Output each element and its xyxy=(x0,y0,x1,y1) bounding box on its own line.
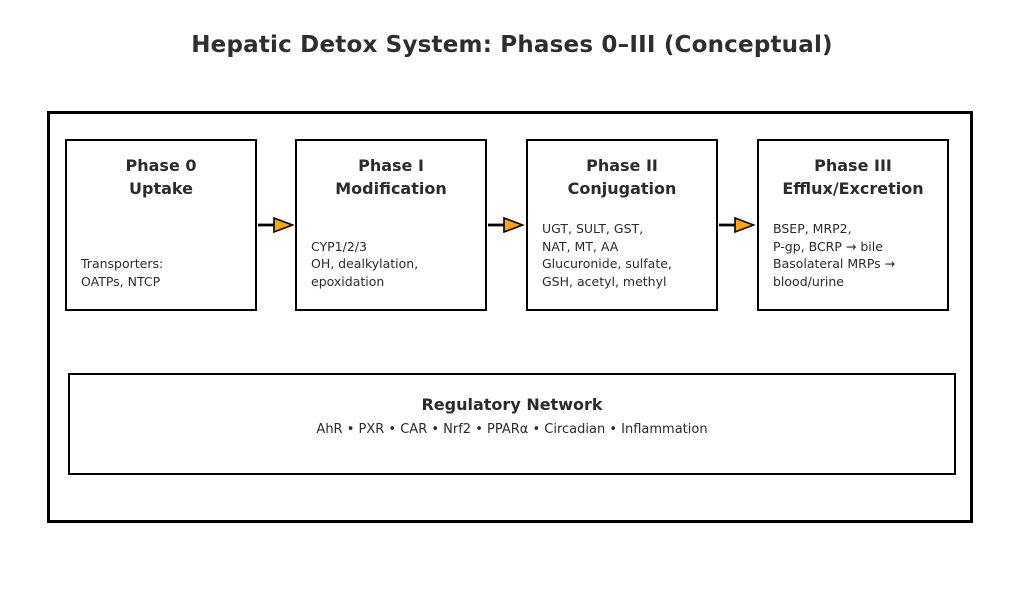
regulatory-network-items: AhR • PXR • CAR • Nrf2 • PPARα • Circadi… xyxy=(316,422,708,437)
phase-2-body: UGT, SULT, GST, NAT, MT, AA Glucuronide,… xyxy=(542,221,672,289)
phase-1-modification-box: Phase I Modification CYP1/2/3 OH, dealky… xyxy=(295,139,487,311)
phase-0-body: Transporters: OATPs, NTCP xyxy=(81,256,164,289)
phase-2-title: Phase II Conjugation xyxy=(567,156,677,199)
flow-arrow-icon xyxy=(719,216,756,234)
phase-0-title: Phase 0 Uptake xyxy=(125,156,197,199)
phase-1-body: CYP1/2/3 OH, dealkylation, epoxidation xyxy=(311,238,419,289)
phase-0-uptake-box: Phase 0 Uptake Transporters: OATPs, NTCP xyxy=(65,139,257,311)
phase-3-efflux-box: Phase III Efflux/Excretion BSEP, MRP2, P… xyxy=(757,139,949,311)
flow-arrow-icon xyxy=(488,216,525,234)
phase-3-title: Phase III Efflux/Excretion xyxy=(782,156,924,199)
flow-arrow-icon xyxy=(258,216,295,234)
phase-3-body: BSEP, MRP2, P-gp, BCRP → bile Basolatera… xyxy=(773,221,896,289)
page-title: Hepatic Detox System: Phases 0–III (Conc… xyxy=(191,32,833,58)
regulatory-network-box: Regulatory Network AhR • PXR • CAR • Nrf… xyxy=(68,373,956,475)
phase-2-conjugation-box: Phase II Conjugation UGT, SULT, GST, NAT… xyxy=(526,139,718,311)
regulatory-network-title: Regulatory Network xyxy=(421,395,603,414)
phase-1-title: Phase I Modification xyxy=(335,156,447,199)
